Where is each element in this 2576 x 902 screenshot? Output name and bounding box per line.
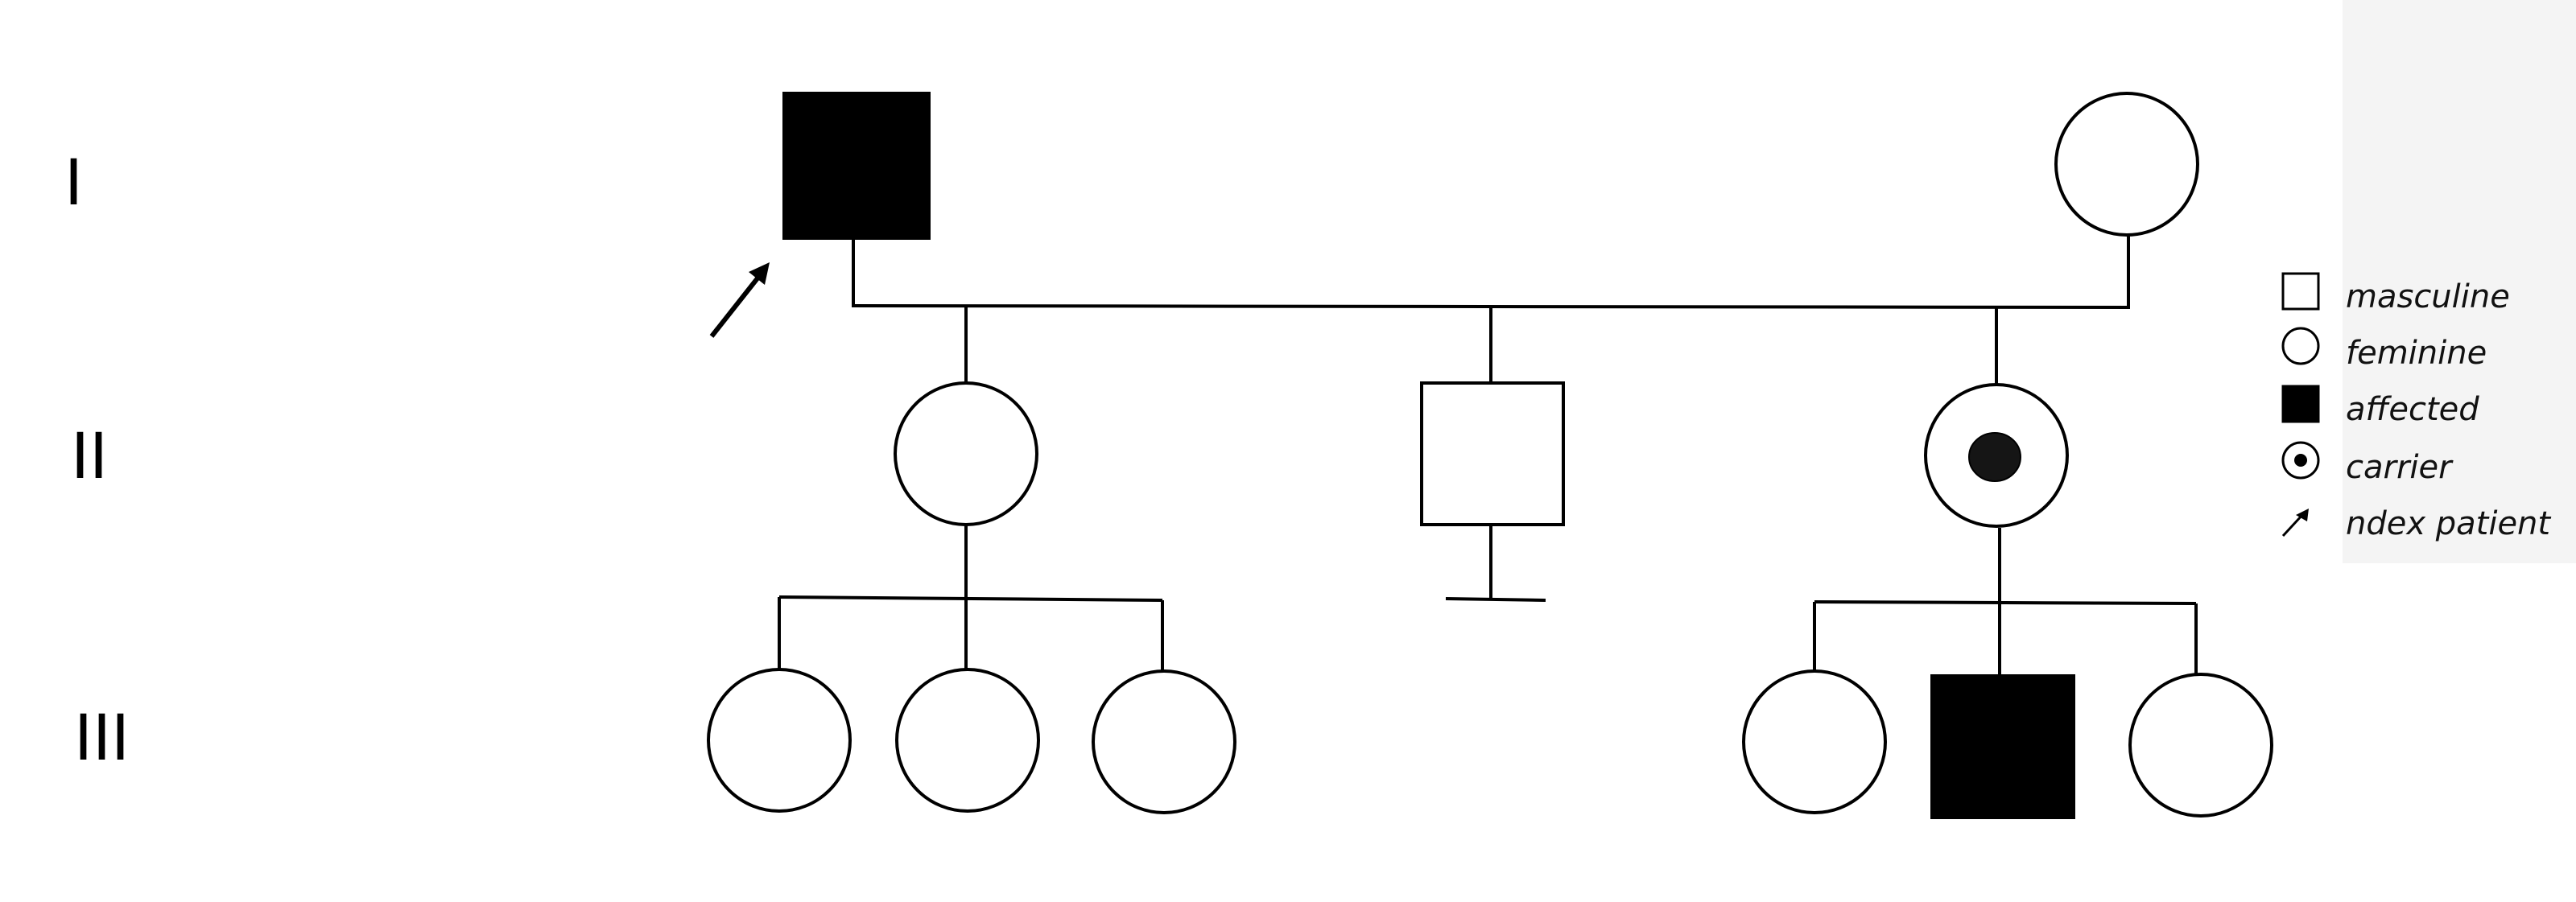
generation-label-II: II [71,421,108,493]
individual-II-3-carrier-female [1924,383,2069,528]
legend-feminine-label: feminine [2346,335,2487,372]
generation-label-III: III [74,702,130,775]
legend-panel [2343,0,2576,563]
legend-index-patient-label: ndex patient [2346,505,2551,542]
legend-affected-symbol [2281,385,2320,423]
no-offspring-bar-II-2 [1445,597,1546,602]
individual-III-6-female [2128,673,2273,818]
legend-masculine-label: masculine [2346,278,2510,315]
individual-III-3-female [1092,669,1236,814]
individual-I-1-affected-male [782,92,931,240]
individual-I-2-female [2054,92,2199,237]
individual-III-5-affected-male [1930,674,2075,819]
legend-index-patient-arrow-icon [2281,509,2309,537]
individual-III-4-female [1742,669,1887,814]
individual-III-1-female [707,668,852,813]
legend: masculine feminine affected carrier ndex… [2281,272,2551,542]
legend-feminine-symbol [2281,327,2320,365]
legend-carrier-label: carrier [2346,449,2454,486]
legend-masculine-symbol [2281,272,2320,311]
sibship-line-II-3 [1814,600,2197,605]
legend-carrier-dot [2294,454,2307,467]
legend-affected-label: affected [2346,391,2479,428]
individual-II-2-male [1420,381,1565,526]
individual-III-2-female [895,668,1040,813]
individual-II-1-female [894,381,1038,526]
generation-label-I: I [64,147,83,220]
index-patient-arrow [709,262,770,338]
sibship-line-II-1 [778,595,1163,602]
